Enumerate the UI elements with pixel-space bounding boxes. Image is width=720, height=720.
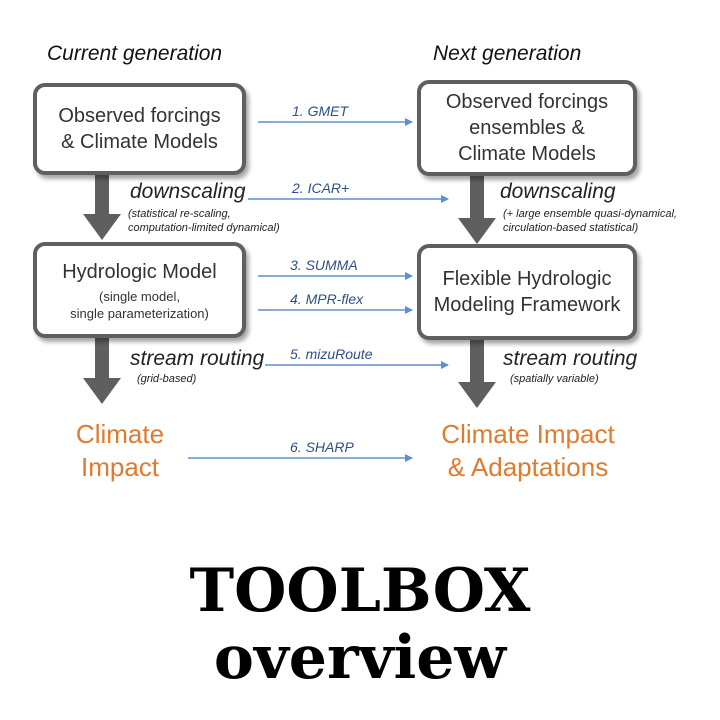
flow-arrow-right-downscaling xyxy=(458,173,496,244)
flow-arrow-right-routing xyxy=(458,340,496,408)
flow-arrow-left-routing xyxy=(83,336,121,404)
next-model-box: Flexible Hydrologic Modeling Framework xyxy=(417,244,637,340)
next-routing-label: stream routing xyxy=(503,347,638,370)
toolbox-title: TOOLBOX xyxy=(189,556,531,626)
current-model-subtitle: (single model, single parameterization) xyxy=(70,288,209,321)
next-downscaling-label: downscaling xyxy=(500,180,616,203)
current-forcings-box: Observed forcings & Climate Models xyxy=(33,83,246,175)
tool-label-mizuroute: 5. mizuRoute xyxy=(290,346,373,362)
current-model-box: Hydrologic Model (single model, single p… xyxy=(33,242,246,338)
current-generation-heading: Current generation xyxy=(47,42,223,65)
next-forcings-box: Observed forcings ensembles & Climate Mo… xyxy=(417,80,637,176)
current-routing-label: stream routing xyxy=(130,347,265,370)
next-generation-heading: Next generation xyxy=(433,42,582,65)
tool-label-gmet: 1. GMET xyxy=(292,103,349,119)
tool-label-icar: 2. ICAR+ xyxy=(292,180,350,196)
next-climate-impact: Climate Impact & Adaptations xyxy=(441,419,615,482)
next-forcings-title: Observed forcings ensembles & Climate Mo… xyxy=(445,91,609,165)
overview-title: overview xyxy=(213,623,507,693)
tool-label-mpr-flex: 4. MPR-flex xyxy=(290,291,364,307)
next-downscaling-note: (+ large ensemble quasi-dynamical, circu… xyxy=(503,208,677,234)
current-climate-impact: Climate Impact xyxy=(75,419,165,482)
current-downscaling-label: downscaling xyxy=(130,180,246,203)
current-routing-note: (grid-based) xyxy=(137,373,197,385)
next-routing-note: (spatially variable) xyxy=(510,373,599,385)
current-downscaling-note: (statistical re-scaling, computation-lim… xyxy=(128,208,280,234)
tool-label-sharp: 6. SHARP xyxy=(290,439,354,455)
current-model-title: Hydrologic Model xyxy=(62,260,217,283)
next-model-title: Flexible Hydrologic Modeling Framework xyxy=(433,268,621,316)
flow-arrow-left-downscaling xyxy=(83,173,121,240)
tool-label-summa: 3. SUMMA xyxy=(290,257,358,273)
current-forcings-title: Observed forcings & Climate Models xyxy=(58,105,221,153)
